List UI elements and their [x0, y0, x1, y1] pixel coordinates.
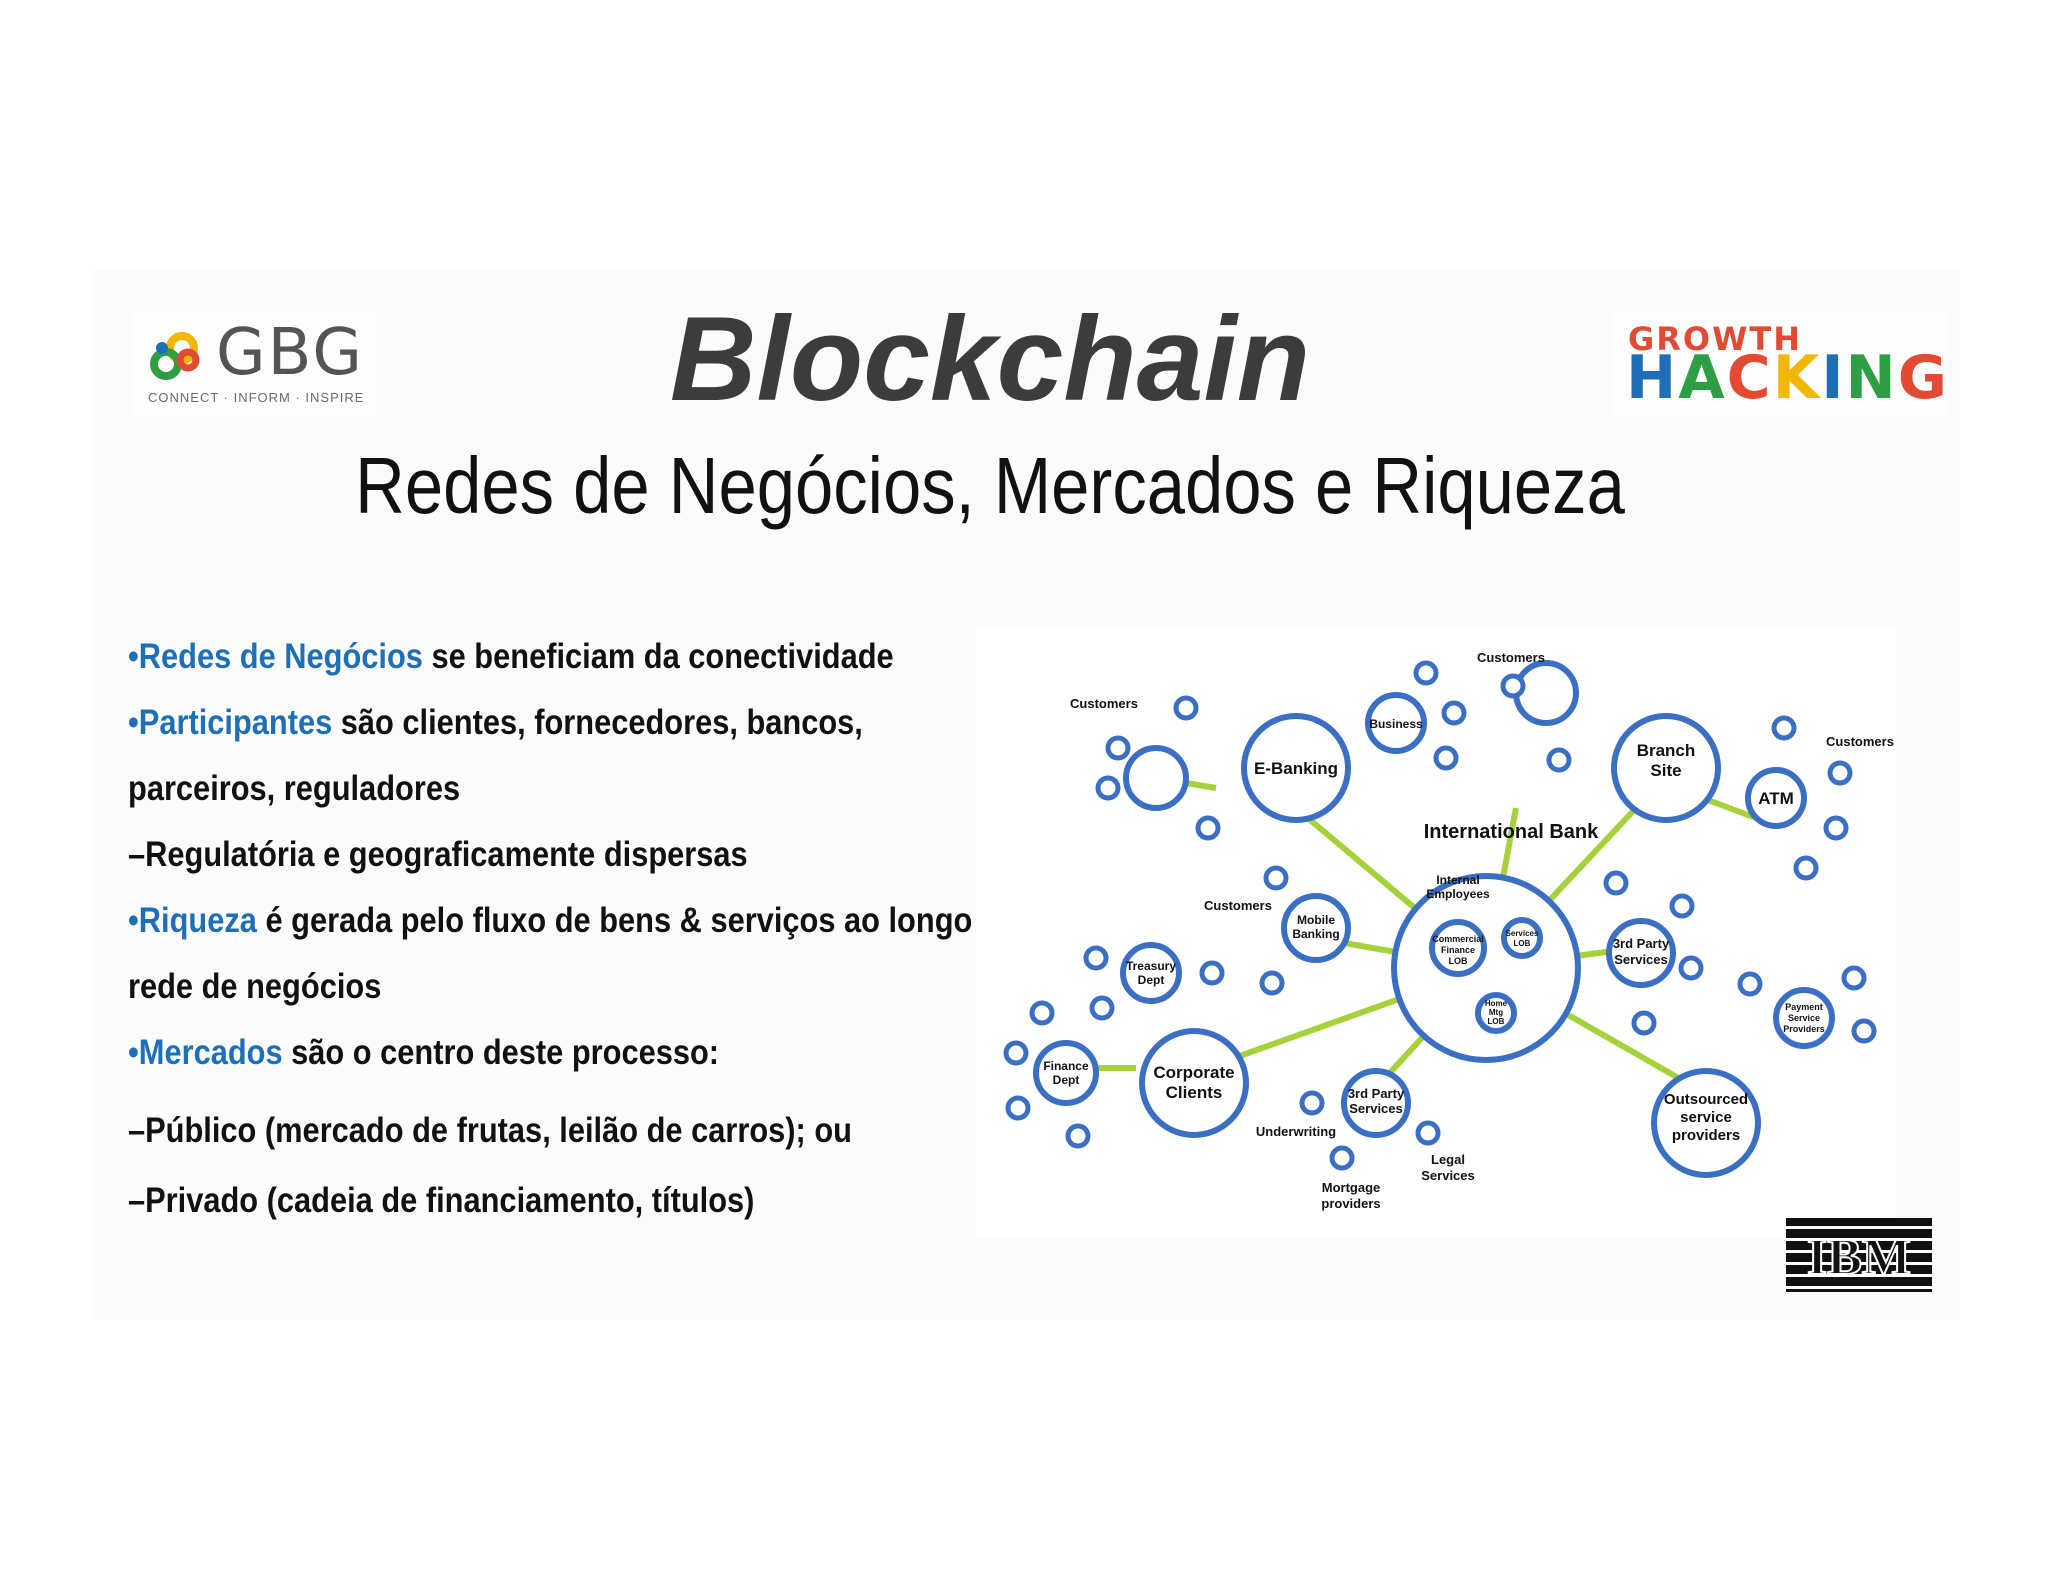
svg-text:E-Banking: E-Banking: [1254, 759, 1338, 778]
svg-text:Services: Services: [1349, 1101, 1403, 1116]
svg-text:International Bank: International Bank: [1424, 821, 1599, 843]
bullet-item: –Privado (cadeia de financiamento, títul…: [128, 1181, 755, 1220]
svg-text:IBM: IBM: [1807, 1229, 1911, 1286]
svg-text:Branch: Branch: [1637, 741, 1696, 760]
svg-text:Customers: Customers: [1826, 734, 1894, 749]
growth-hacking-line1: GROWTH: [1628, 320, 1803, 358]
bullet-item: parceiros, reguladores: [128, 769, 461, 808]
gbg-tagline: CONNECT · INFORM · INSPIRE: [148, 390, 365, 405]
growth-hacking-letter: C: [1726, 343, 1773, 413]
svg-text:LOB: LOB: [1449, 956, 1468, 966]
growth-hacking-letters: HACKING: [1626, 343, 1949, 413]
svg-text:Internal: Internal: [1436, 873, 1479, 887]
bullet-item: •Riqueza é gerada pelo fluxo de bens & s…: [128, 901, 1017, 940]
network-nodes: [1033, 660, 1835, 1178]
svg-text:Mtg: Mtg: [1489, 1008, 1503, 1017]
svg-text:LOB: LOB: [1488, 1017, 1505, 1026]
gbg-logo: GBG CONNECT · INFORM · INSPIRE: [130, 310, 376, 416]
ibm-logo: IBM: [1786, 1218, 1932, 1292]
svg-text:Customers: Customers: [1477, 650, 1545, 665]
svg-text:providers: providers: [1672, 1127, 1740, 1144]
svg-text:Payment: Payment: [1785, 1002, 1823, 1012]
growth-hacking-logo: GROWTH HACKING: [1612, 310, 1948, 416]
svg-text:Clients: Clients: [1166, 1083, 1223, 1102]
svg-text:Banking: Banking: [1292, 927, 1339, 941]
svg-text:Services: Services: [1614, 952, 1668, 967]
svg-text:Outsourced: Outsourced: [1664, 1091, 1748, 1108]
svg-text:3rd Party: 3rd Party: [1348, 1086, 1405, 1101]
small-nodes: [1003, 660, 1877, 1171]
bullet-item: rede de negócios: [128, 967, 382, 1006]
growth-hacking-letter: H: [1626, 343, 1679, 413]
svg-text:providers: providers: [1321, 1196, 1380, 1211]
bullet-item: •Redes de Negócios se beneficiam da cone…: [128, 637, 894, 676]
bank-network-diagram: International Bank Customers Customers C…: [976, 628, 1896, 1238]
growth-hacking-letter: A: [1678, 343, 1727, 413]
svg-text:Underwriting: Underwriting: [1256, 1124, 1336, 1139]
growth-hacking-letter: G: [1897, 343, 1949, 413]
svg-text:Employees: Employees: [1426, 887, 1490, 901]
svg-text:Customers: Customers: [1070, 696, 1138, 711]
bullet-item: –Público (mercado de frutas, leilão de c…: [128, 1111, 852, 1150]
bullet-item: •Participantes são clientes, fornecedore…: [128, 703, 863, 742]
gbg-mark-icon: [150, 332, 200, 380]
growth-hacking-letter: K: [1772, 343, 1822, 413]
bullet-list: •Redes de Negócios se beneficiam da cone…: [128, 624, 1088, 1234]
svg-text:Business: Business: [1369, 717, 1423, 731]
svg-text:Services: Services: [1421, 1168, 1475, 1183]
svg-text:Commercial: Commercial: [1432, 934, 1484, 944]
svg-text:Customers: Customers: [1204, 898, 1272, 913]
svg-text:Mobile: Mobile: [1297, 913, 1335, 927]
page-title: Blockchain: [669, 292, 1311, 426]
svg-text:Legal: Legal: [1431, 1152, 1465, 1167]
svg-text:LOB: LOB: [1514, 939, 1531, 948]
growth-hacking-letter: N: [1845, 343, 1898, 413]
svg-text:Treasury: Treasury: [1126, 959, 1176, 973]
page-subtitle: Redes de Negócios, Mercados e Riqueza: [355, 441, 1625, 530]
svg-text:service: service: [1680, 1109, 1732, 1126]
svg-text:ATM: ATM: [1758, 789, 1794, 808]
svg-text:Mortgage: Mortgage: [1322, 1180, 1381, 1195]
svg-text:Providers: Providers: [1783, 1024, 1825, 1034]
gbg-wordmark: GBG: [216, 316, 364, 390]
svg-text:Site: Site: [1650, 761, 1681, 780]
svg-text:3rd Party: 3rd Party: [1613, 936, 1670, 951]
svg-text:Finance: Finance: [1441, 945, 1475, 955]
svg-text:Finance: Finance: [1043, 1059, 1089, 1073]
svg-text:Services: Services: [1506, 929, 1539, 938]
svg-text:Dept: Dept: [1053, 1073, 1080, 1087]
growth-hacking-line2: HACKING: [1626, 348, 1949, 408]
svg-text:Home: Home: [1485, 999, 1508, 1008]
bullet-item: •Mercados são o centro deste processo:: [128, 1033, 720, 1072]
diagram-labels: International Bank Customers Customers C…: [1043, 650, 1894, 1211]
svg-text:Service: Service: [1788, 1013, 1820, 1023]
svg-text:Corporate: Corporate: [1153, 1063, 1234, 1082]
growth-hacking-letter: I: [1821, 343, 1846, 413]
svg-text:Dept: Dept: [1138, 973, 1165, 987]
bullet-item: –Regulatória e geograficamente dispersas: [128, 835, 748, 874]
